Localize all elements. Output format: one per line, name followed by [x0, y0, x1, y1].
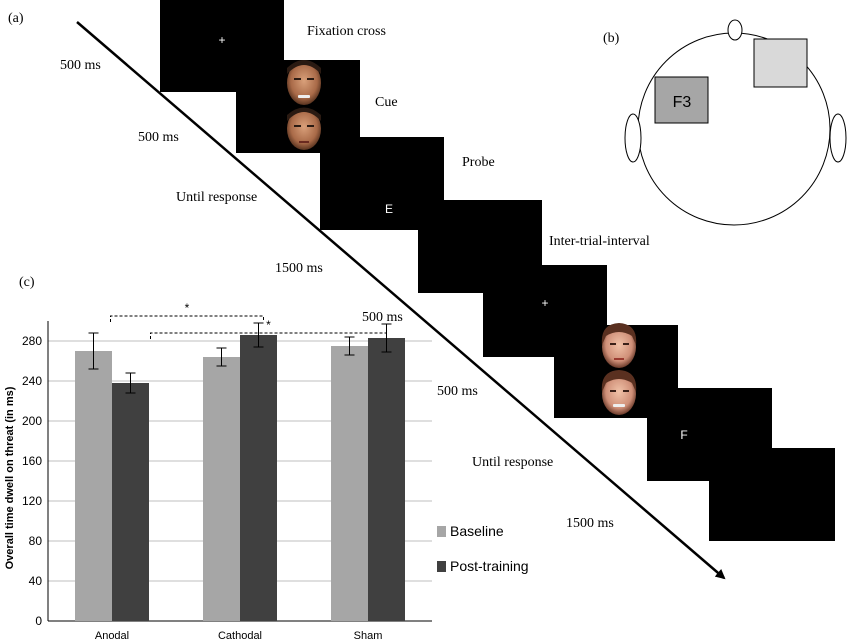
- duration-5: 500 ms: [362, 310, 403, 325]
- nose: [727, 19, 743, 41]
- electrode-f3-label: F3: [673, 94, 692, 111]
- duration-3: Until response: [176, 190, 257, 205]
- chart-error-bars: [88, 322, 392, 394]
- chart-x-labels: Anodal Cathodal Sham: [95, 630, 383, 641]
- x-tick-label-cathodal: Cathodal: [218, 630, 262, 641]
- legend-label-1: Post-training: [450, 558, 529, 574]
- significance-star-2: *: [266, 318, 271, 332]
- bar-cathodal-post-training: [240, 335, 277, 621]
- chart-y-axis: 0 40 80 120 160 200 240 280: [22, 321, 49, 628]
- male-face-angry: [287, 60, 321, 105]
- male-face-neutral: [287, 107, 321, 150]
- duration-6: 500 ms: [437, 384, 478, 399]
- bar-anodal-baseline: [75, 351, 112, 621]
- screen-5-content: +: [541, 296, 548, 310]
- panel-label-b: (b): [603, 31, 620, 46]
- head-diagram: F3: [624, 19, 847, 226]
- left-ear: [624, 113, 642, 163]
- bar-sham-post-training: [368, 338, 405, 621]
- label-probe: Probe: [462, 155, 495, 170]
- screen-8: [709, 448, 835, 541]
- electrode-f3: [654, 76, 709, 124]
- label-cue: Cue: [375, 95, 398, 110]
- chart-y-axis-label: Overall time dwell on threat (in ms): [4, 386, 16, 569]
- bar-cathodal-baseline: [203, 357, 240, 621]
- timeline-arrow: [76, 21, 726, 580]
- right-ear: [829, 113, 847, 163]
- bar-sham-baseline: [331, 346, 368, 621]
- screen-7-content: F: [680, 428, 687, 442]
- y-tick-label-0: 0: [35, 614, 42, 628]
- duration-2: 500 ms: [138, 130, 179, 145]
- significance-bracket-1: [110, 315, 264, 322]
- duration-4: 1500 ms: [275, 261, 323, 276]
- legend-swatch-0: [437, 526, 446, 537]
- duration-7: Until response: [472, 455, 553, 470]
- duration-8: 1500 ms: [566, 516, 614, 531]
- screen-1-content: +: [218, 33, 225, 47]
- female-face-neutral: [601, 323, 637, 368]
- female-face-angry: [601, 370, 637, 415]
- significance-bracket-2: [150, 332, 387, 339]
- electrode-reference: [753, 38, 808, 88]
- chart-significance: **: [110, 301, 387, 339]
- significance-star-1: *: [185, 301, 190, 315]
- y-tick-label-200: 200: [22, 414, 42, 428]
- y-tick-label-40: 40: [29, 574, 43, 588]
- chart-bars: [75, 335, 405, 621]
- bar-anodal-post-training: [112, 383, 149, 621]
- panel-label-c: (c): [19, 275, 35, 290]
- x-tick-label-anodal: Anodal: [95, 630, 129, 641]
- y-tick-label-280: 280: [22, 334, 42, 348]
- y-tick-label-240: 240: [22, 374, 42, 388]
- y-tick-label-120: 120: [22, 494, 42, 508]
- x-tick-label-sham: Sham: [354, 630, 383, 641]
- legend-label-0: Baseline: [450, 523, 504, 539]
- duration-1: 500 ms: [60, 58, 101, 73]
- panel-label-a: (a): [8, 11, 24, 26]
- legend-swatch-1: [437, 561, 446, 572]
- label-inter-trial-interval: Inter-trial-interval: [549, 234, 650, 249]
- y-tick-label-160: 160: [22, 454, 42, 468]
- screen-3-content: E: [385, 202, 393, 216]
- y-tick-label-80: 80: [29, 534, 43, 548]
- label-fixation-cross: Fixation cross: [307, 24, 386, 39]
